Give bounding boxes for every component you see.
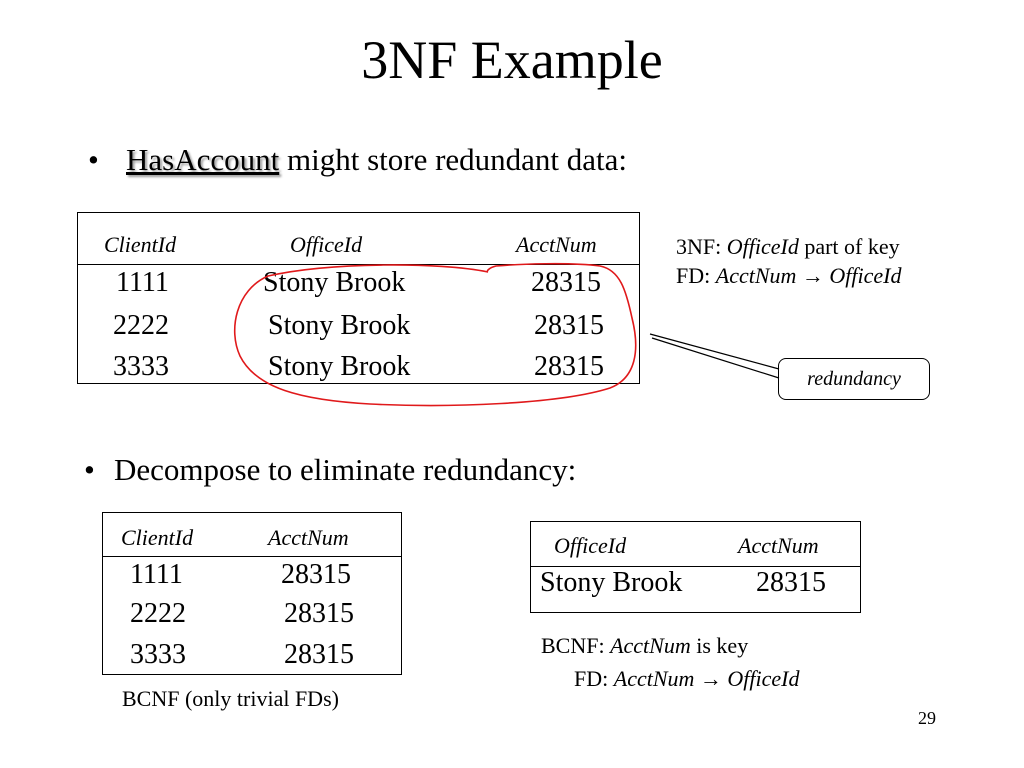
client-acct-table: ClientId AcctNum 1111 28315 2222 28315 3…	[102, 512, 402, 675]
table-cell: Stony Brook	[268, 351, 411, 382]
slide-title: 3NF Example	[361, 30, 663, 90]
note-text-italic: AcctNum	[610, 633, 691, 658]
table-cell: 28315	[284, 598, 354, 629]
note-text-italic: AcctNum	[613, 666, 695, 691]
bullet-1-text: HasAccount might store redundant data:	[126, 142, 627, 178]
note-bcnf-line2: FD: AcctNum → OfficeId	[541, 666, 800, 692]
table-cell: Stony Brook	[268, 310, 411, 341]
note-text: FD:	[574, 666, 614, 691]
hasaccount-table: ClientId OfficeId AcctNum 1111 Stony Bro…	[77, 212, 640, 384]
note-text: is key	[690, 633, 749, 658]
relation-name-hasaccount: HasAccount	[126, 142, 280, 177]
note-text-italic: OfficeId	[727, 666, 800, 691]
note-text: 3NF:	[676, 234, 727, 259]
note-bcnf-line1: BCNF: AcctNum is key	[541, 633, 800, 659]
note-text-italic: OfficeId	[829, 263, 902, 288]
note-text-italic: OfficeId	[726, 234, 799, 259]
table-cell: 3333	[130, 639, 186, 670]
table-cell: 28315	[534, 351, 604, 382]
header-divider	[78, 264, 639, 265]
callout-pointer	[649, 333, 780, 379]
bullet-2-text: Decompose to eliminate redundancy:	[114, 452, 577, 487]
office-acct-table: OfficeId AcctNum Stony Brook 28315	[530, 521, 861, 613]
note-bcnf: BCNF: AcctNum is key FD: AcctNum → Offic…	[541, 633, 800, 692]
note-text: BCNF:	[541, 633, 611, 658]
table-cell: 28315	[534, 310, 604, 341]
col-header-officeid: OfficeId	[554, 533, 627, 558]
bullet-1-rest: might store redundant data:	[279, 142, 628, 177]
table-cell: 2222	[113, 310, 169, 341]
note-text: FD:	[676, 263, 716, 288]
table-cell: 28315	[284, 639, 354, 670]
col-header-officeid: OfficeId	[290, 232, 363, 257]
table-cell: 28315	[756, 567, 826, 598]
header-divider	[103, 556, 401, 557]
table-cell: 1111	[116, 267, 169, 298]
page-number: 29	[918, 708, 936, 728]
bullet-dot: •	[88, 142, 99, 177]
table-cell: 1111	[130, 559, 183, 590]
bcnf-caption: BCNF (only trivial FDs)	[122, 686, 339, 711]
arrow-icon: →	[699, 666, 722, 691]
arrow-icon: →	[801, 263, 824, 288]
col-header-acctnum: AcctNum	[738, 533, 819, 558]
col-header-clientid: ClientId	[104, 232, 177, 257]
table-cell: 3333	[113, 351, 169, 382]
col-header-acctnum: AcctNum	[268, 525, 349, 550]
note-text: part of key	[798, 234, 900, 259]
note-3nf-line1: 3NF: OfficeId part of key	[676, 234, 902, 260]
note-3nf-line2: FD: AcctNum → OfficeId	[676, 263, 902, 289]
bullet-dot: •	[84, 452, 95, 487]
table-cell: Stony Brook	[540, 567, 683, 598]
table-cell: 2222	[130, 598, 186, 629]
redundancy-callout: redundancy	[778, 358, 930, 400]
hand-drawn-circle	[233, 262, 637, 407]
header-divider	[531, 566, 860, 567]
table-cell: 28315	[281, 559, 351, 590]
note-3nf: 3NF: OfficeId part of key FD: AcctNum → …	[676, 234, 902, 289]
col-header-acctnum: AcctNum	[516, 232, 597, 257]
note-text-italic: AcctNum	[715, 263, 797, 288]
table-cell: 28315	[531, 267, 601, 298]
col-header-clientid: ClientId	[121, 525, 194, 550]
